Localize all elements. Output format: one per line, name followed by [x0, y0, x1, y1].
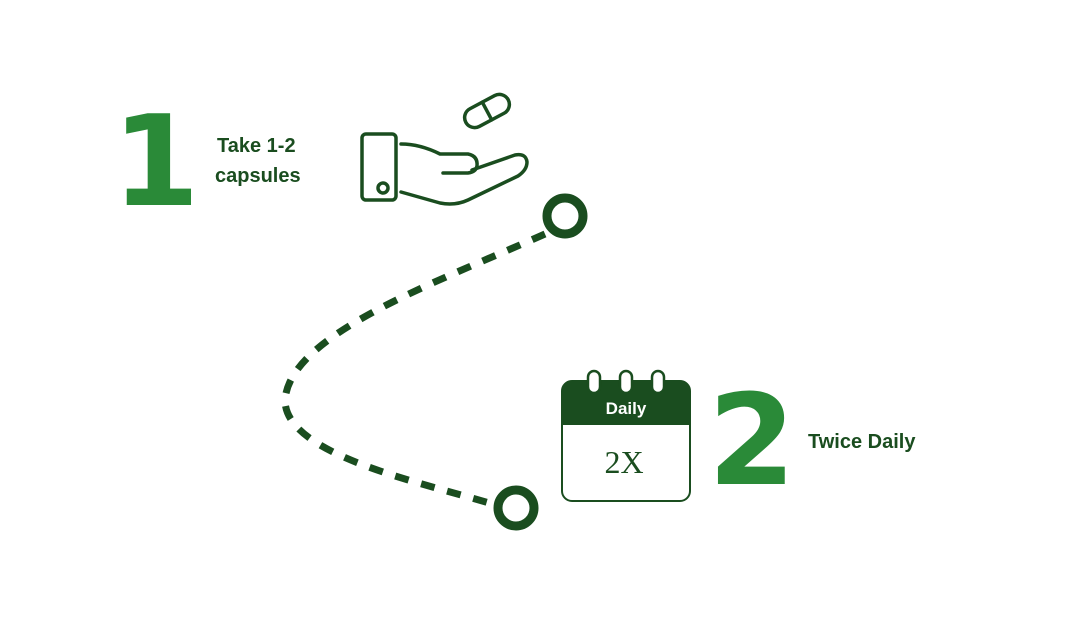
hand-with-capsule-icon	[360, 92, 529, 206]
step-1-label-line2: capsules	[215, 165, 301, 187]
step-1-label-line1: Take 1-2	[217, 135, 296, 157]
dashed-connector	[281, 193, 588, 531]
step-2-number: 2	[708, 367, 796, 514]
step-2-label: Twice Daily	[808, 431, 916, 453]
connector-end-node	[493, 485, 539, 531]
connector-start-node	[542, 193, 588, 239]
calendar-icon: Daily 2X	[561, 369, 691, 502]
calendar-header: Daily	[606, 399, 647, 418]
step-1-number: 1	[112, 88, 200, 235]
calendar-value: 2X	[604, 444, 643, 480]
